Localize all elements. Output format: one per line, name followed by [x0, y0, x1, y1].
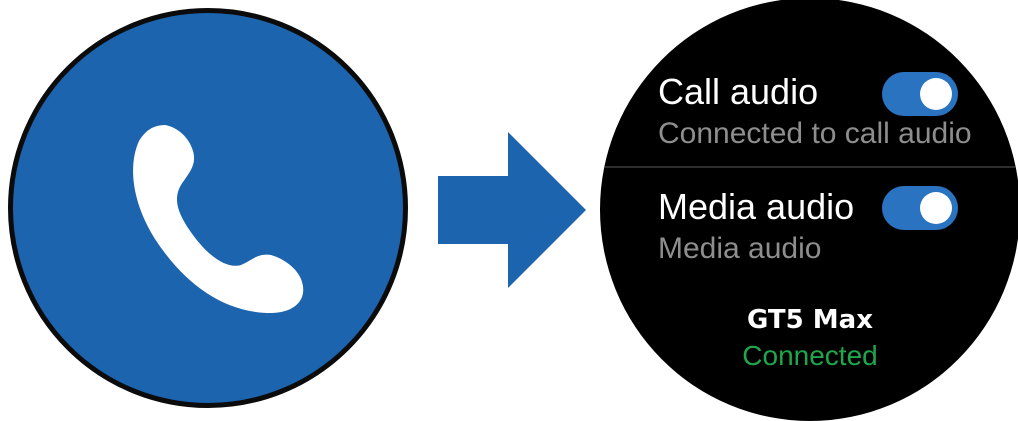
phone-icon	[133, 125, 304, 313]
media-audio-toggle[interactable]	[882, 186, 958, 230]
call-audio-toggle[interactable]	[882, 72, 958, 116]
call-audio-subtitle: Connected to call audio	[658, 117, 972, 150]
call-audio-label: Call audio	[658, 71, 819, 112]
connection-status: Connected	[742, 340, 878, 371]
phone-app-icon[interactable]	[8, 8, 408, 408]
media-audio-subtitle: Media audio	[658, 232, 822, 265]
device-name: GT5 Max	[747, 305, 873, 335]
toggle-knob	[920, 192, 952, 224]
watch-screen: Call audio Connected to call audio Media…	[600, 0, 1018, 421]
media-audio-label: Media audio	[658, 186, 855, 227]
arrow-right-icon	[438, 132, 586, 288]
divider	[600, 166, 1018, 168]
toggle-knob	[920, 78, 952, 110]
